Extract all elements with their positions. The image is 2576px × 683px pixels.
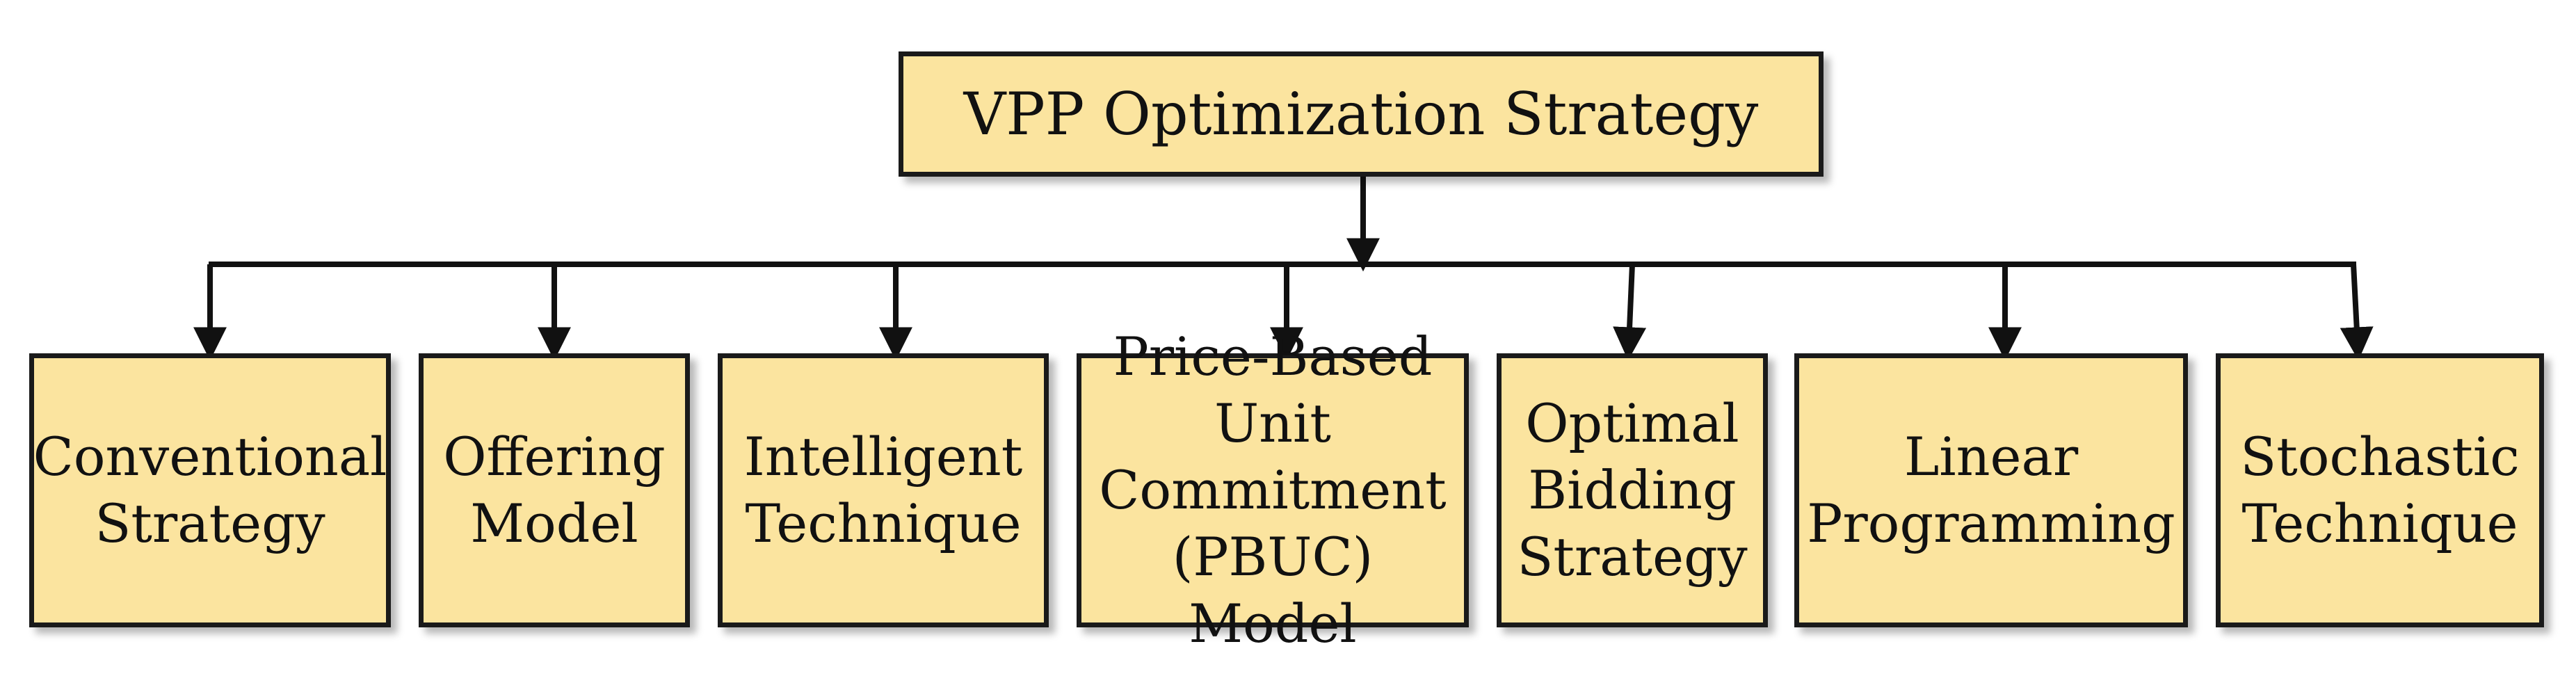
child-connector-bidding: [1613, 264, 1647, 361]
child-node-stochastic-technique: Stochastic Technique: [2216, 353, 2544, 627]
child-node-pbuc-model: Price-Based Unit Commitment (PBUC) Model: [1077, 326, 1469, 654]
root-node: VPP Optimization Strategy: [899, 51, 1824, 177]
child-node-label: Conventional Strategy: [33, 426, 387, 554]
root-node-label: VPP Optimization Strategy: [963, 80, 1759, 148]
child-node-conventional-strategy: Conventional Strategy: [29, 353, 391, 627]
child-node-label: Offering Model: [443, 426, 666, 554]
child-node-label: Optimal Bidding Strategy: [1517, 392, 1748, 588]
child-node-label: Intelligent Technique: [743, 426, 1023, 554]
child-node-offering-model: Offering Model: [419, 353, 690, 627]
child-connector-stochastic: [2340, 264, 2374, 361]
child-node-optimal-bidding-strategy: Optimal Bidding Strategy: [1497, 353, 1768, 627]
child-node-intelligent-technique: Intelligent Technique: [718, 353, 1049, 627]
child-node-label: Linear Programming: [1807, 426, 2175, 554]
child-node-label: Stochastic Technique: [2240, 426, 2520, 554]
child-node-label: Price-Based Unit Commitment (PBUC) Model: [1099, 326, 1447, 654]
child-node-linear-programming: Linear Programming: [1794, 353, 2188, 627]
